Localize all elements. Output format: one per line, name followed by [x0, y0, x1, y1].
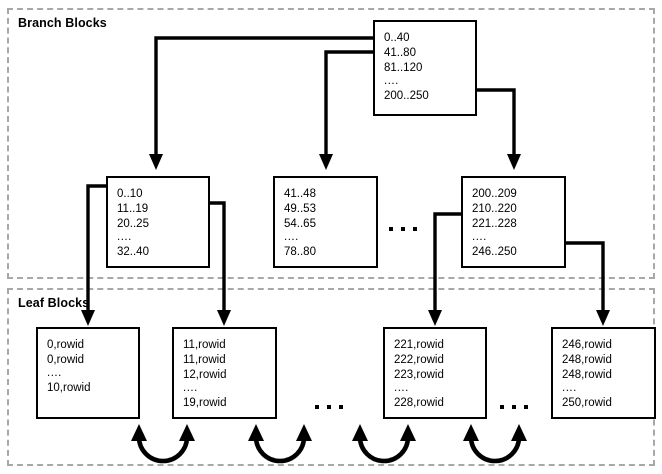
leaf-1-line-1: 0,rowid: [47, 339, 85, 351]
leaf-block-1[interactable]: 0,rowid 0,rowid .... 10,rowid: [36, 327, 140, 419]
branch-row-ellipsis: [389, 227, 417, 231]
leaf-2-line-5: 19,rowid: [183, 397, 227, 409]
root-line-3: 81..120: [384, 62, 423, 74]
branch-block-1-lines: 0..10 11..19 20..25 .... 32..40: [108, 178, 208, 260]
branch-2-line-4: ....: [284, 231, 299, 243]
leaf-block-2-lines: 11,rowid 11,rowid 12,rowid .... 19,rowid: [174, 329, 275, 411]
root-branch-block[interactable]: 0..40 41..80 81..120 .... 200..250: [373, 20, 477, 116]
leaf-block-2[interactable]: 11,rowid 11,rowid 12,rowid .... 19,rowid: [172, 327, 277, 419]
leaf-block-1-lines: 0,rowid 0,rowid .... 10,rowid: [38, 329, 138, 396]
ellipsis-dot: [401, 227, 405, 231]
ellipsis-dot: [339, 405, 343, 409]
branch-3-line-2: 210..220: [472, 203, 517, 215]
leaf-1-line-3: ....: [47, 367, 62, 379]
leaf-row-ellipsis-left: [315, 405, 343, 409]
branch-1-line-3: 20..25: [117, 218, 149, 230]
branch-1-line-5: 32..40: [117, 246, 149, 258]
leaf-2-line-4: ....: [183, 382, 198, 394]
leaf-4-line-1: 246,rowid: [562, 339, 612, 351]
leaf-3-line-4: ....: [394, 382, 409, 394]
leaf-4-line-3: 248,rowid: [562, 369, 612, 381]
leaf-blocks-label: Leaf Blocks: [18, 296, 90, 310]
branch-3-line-4: ....: [472, 231, 487, 243]
leaf-3-line-5: 228,rowid: [394, 397, 444, 409]
leaf-4-line-4: ....: [562, 382, 577, 394]
branch-block-2[interactable]: 41..48 49..53 54..65 .... 78..80: [273, 176, 378, 268]
leaf-2-line-1: 11,rowid: [183, 339, 226, 351]
leaf-block-3[interactable]: 221,rowid 222,rowid 223,rowid .... 228,r…: [383, 327, 487, 419]
leaf-4-line-2: 248,rowid: [562, 354, 612, 366]
ellipsis-dot: [413, 227, 417, 231]
ellipsis-dot: [315, 405, 319, 409]
ellipsis-dot: [389, 227, 393, 231]
ellipsis-dot: [327, 405, 331, 409]
branch-block-1[interactable]: 0..10 11..19 20..25 .... 32..40: [106, 176, 210, 268]
leaf-block-3-lines: 221,rowid 222,rowid 223,rowid .... 228,r…: [385, 329, 485, 411]
ellipsis-dot: [524, 405, 528, 409]
leaf-3-line-2: 222,rowid: [394, 354, 444, 366]
branch-1-line-2: 11..19: [117, 203, 149, 215]
root-line-5: 200..250: [384, 90, 429, 102]
branch-1-line-4: ....: [117, 231, 132, 243]
root-line-2: 41..80: [384, 47, 416, 59]
branch-3-line-5: 246..250: [472, 246, 517, 258]
ellipsis-dot: [500, 405, 504, 409]
branch-blocks-label: Branch Blocks: [18, 16, 107, 30]
leaf-3-line-1: 221,rowid: [394, 339, 444, 351]
root-branch-block-lines: 0..40 41..80 81..120 .... 200..250: [375, 22, 475, 104]
leaf-4-line-5: 250,rowid: [562, 397, 612, 409]
branch-2-line-5: 78..80: [284, 246, 316, 258]
leaf-1-line-4: 10,rowid: [47, 382, 91, 394]
root-line-4: ....: [384, 75, 399, 87]
ellipsis-dot: [512, 405, 516, 409]
leaf-block-4-lines: 246,rowid 248,rowid 248,rowid .... 250,r…: [553, 329, 654, 411]
branch-2-line-1: 41..48: [284, 188, 316, 200]
branch-2-line-2: 49..53: [284, 203, 316, 215]
branch-3-line-3: 221..228: [472, 218, 517, 230]
branch-block-3[interactable]: 200..209 210..220 221..228 .... 246..250: [461, 176, 566, 268]
branch-blocks-region: [7, 8, 655, 279]
leaf-row-ellipsis-right: [500, 405, 528, 409]
branch-1-line-1: 0..10: [117, 188, 143, 200]
leaf-2-line-3: 12,rowid: [183, 369, 227, 381]
leaf-1-line-2: 0,rowid: [47, 354, 85, 366]
branch-block-2-lines: 41..48 49..53 54..65 .... 78..80: [275, 178, 376, 260]
branch-block-3-lines: 200..209 210..220 221..228 .... 246..250: [463, 178, 564, 260]
root-line-1: 0..40: [384, 32, 410, 44]
leaf-block-4[interactable]: 246,rowid 248,rowid 248,rowid .... 250,r…: [551, 327, 656, 419]
branch-3-line-1: 200..209: [472, 188, 517, 200]
leaf-3-line-3: 223,rowid: [394, 369, 444, 381]
leaf-2-line-2: 11,rowid: [183, 354, 226, 366]
branch-2-line-3: 54..65: [284, 218, 316, 230]
